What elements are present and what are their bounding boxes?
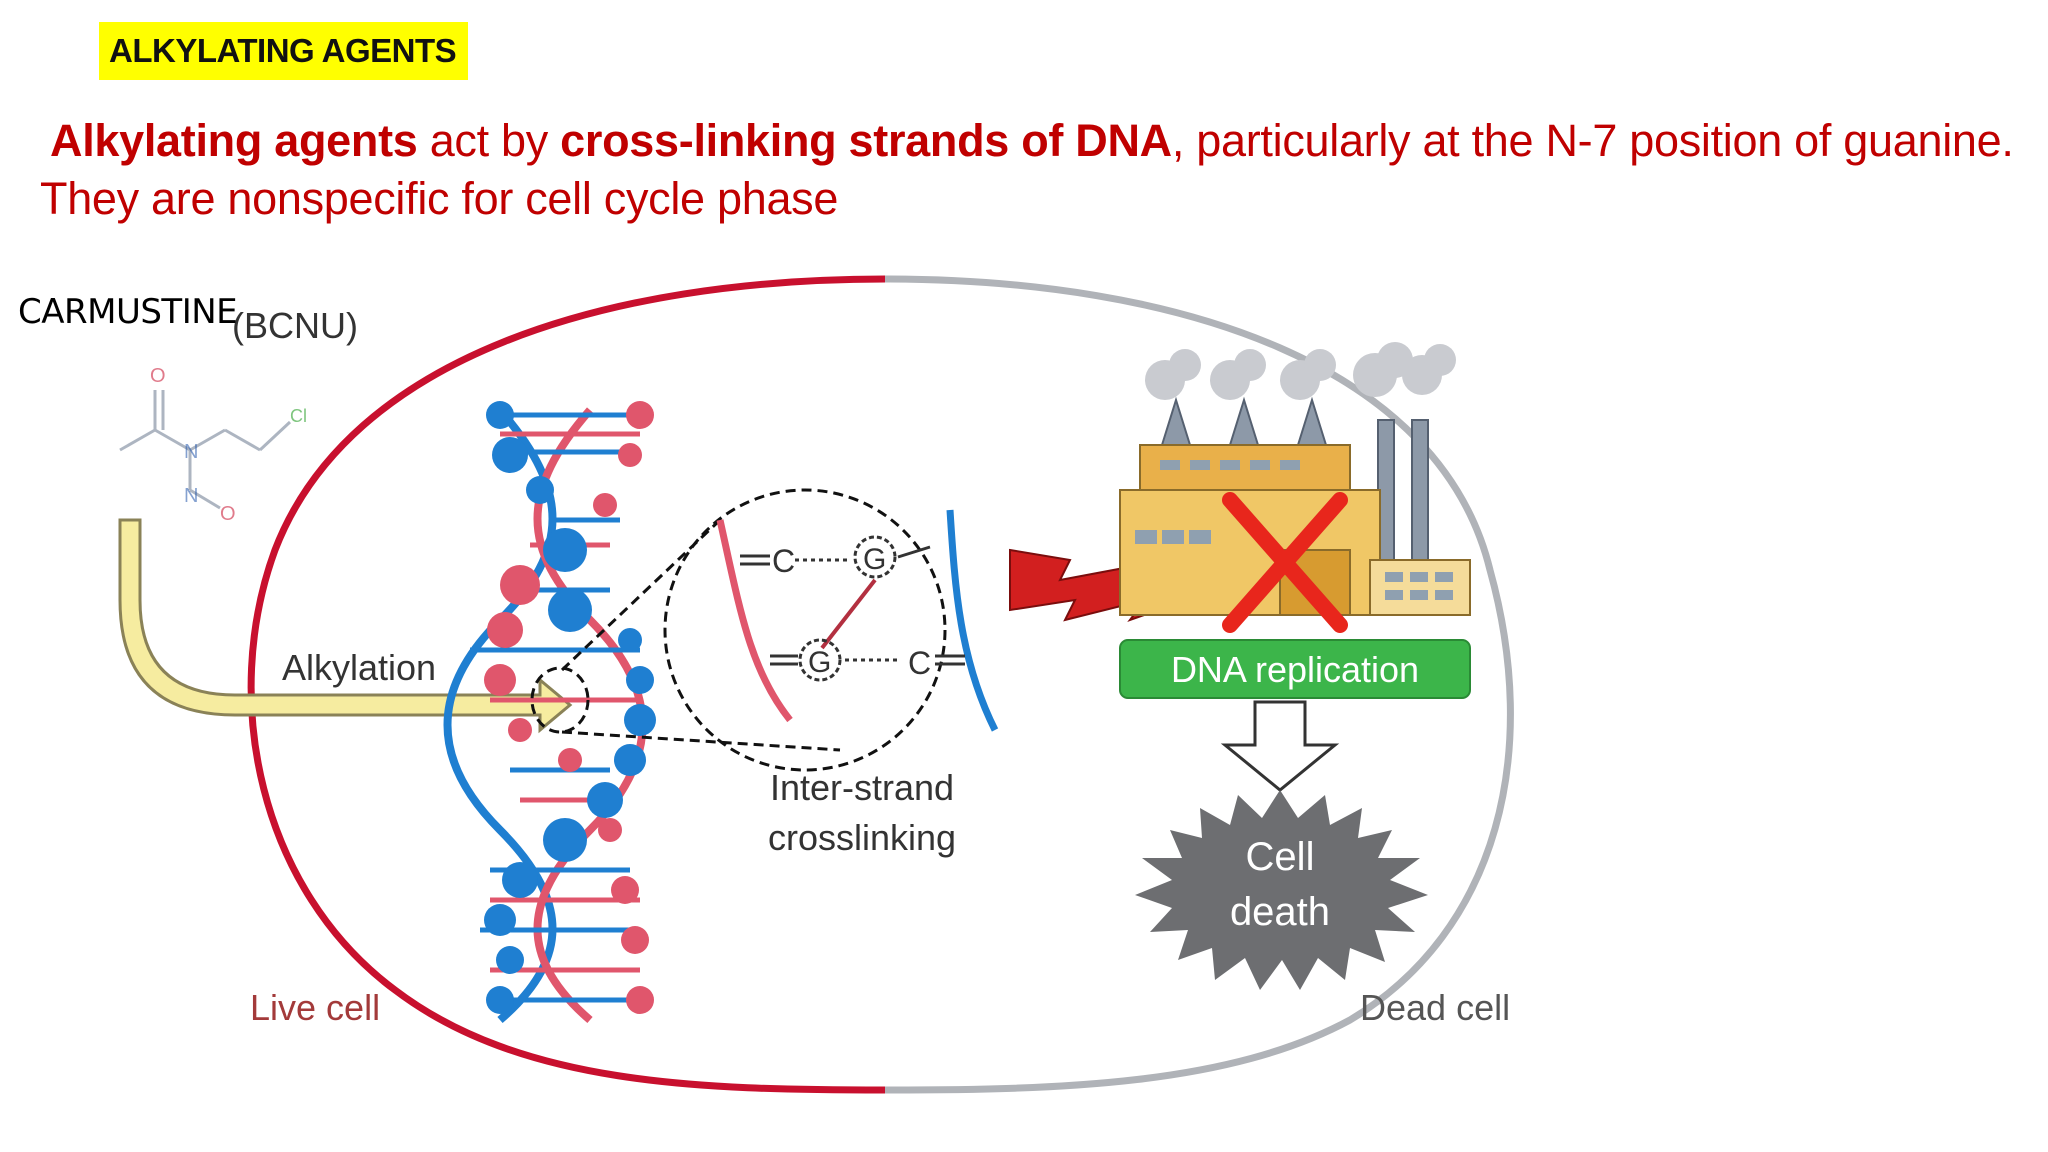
atom-o: O: [150, 365, 166, 387]
crosslink-label-1: Inter-strand: [770, 767, 954, 808]
term-alkylating-agents: Alkylating agents: [50, 115, 418, 166]
base-g-top: G: [863, 543, 886, 576]
mechanism-figure: O N Cl N O (BCNU) Alkylation: [50, 190, 1650, 1140]
term-cross-linking: cross-linking strands of DNA: [560, 115, 1172, 166]
base-c-top: C: [772, 543, 795, 579]
atom-cl: Cl: [290, 406, 307, 426]
live-cell-label: Live cell: [250, 987, 380, 1028]
cell-death-label-1: Cell: [1246, 835, 1315, 879]
atom-o2: O: [220, 503, 236, 525]
bcnu-structure: [119, 390, 292, 510]
factory-icon: [1119, 342, 1471, 633]
dna-replication-box: [1119, 639, 1471, 699]
mechanism-diagram: O N Cl N O (BCNU) Alkylation: [118, 275, 1514, 1094]
alkylation-label: Alkylation: [282, 647, 436, 688]
dna-helix: [443, 401, 656, 1024]
base-c-bottom: C: [908, 645, 931, 681]
cell-death-burst: [1135, 790, 1428, 990]
zoom-lines: [530, 488, 947, 772]
carmustine-label: CARMUSTINE: [18, 292, 238, 332]
atom-n2: N: [184, 485, 198, 507]
dead-cell-label: Dead cell: [1360, 987, 1510, 1028]
cell-death-label-2: death: [1230, 890, 1330, 934]
down-arrow-icon: [1220, 700, 1340, 792]
atom-n: N: [184, 441, 198, 463]
alkylation-arrow: [118, 518, 573, 734]
bcnu-label: (BCNU): [232, 305, 358, 346]
lead-line-1: Alkylating agents act by cross-linking s…: [40, 112, 2030, 170]
crosslink-detail: C G G C: [716, 509, 999, 732]
lead-text-b: , particularly at the N-7 position of gu…: [1171, 115, 2014, 166]
lead-paragraph: Alkylating agents act by cross-linking s…: [40, 112, 2030, 228]
dead-cell-border: [884, 275, 1514, 1094]
lead-text-a: act by: [417, 115, 561, 166]
slide-title: ALKYLATING AGENTS: [99, 22, 469, 80]
lead-line-2: They are nonspecific for cell cycle phas…: [40, 173, 839, 224]
dna-replication-label: DNA replication: [1171, 649, 1419, 690]
live-cell-border: [247, 275, 886, 1094]
crosslink-label-2: crosslinking: [768, 817, 956, 858]
base-g-bottom: G: [808, 646, 831, 679]
